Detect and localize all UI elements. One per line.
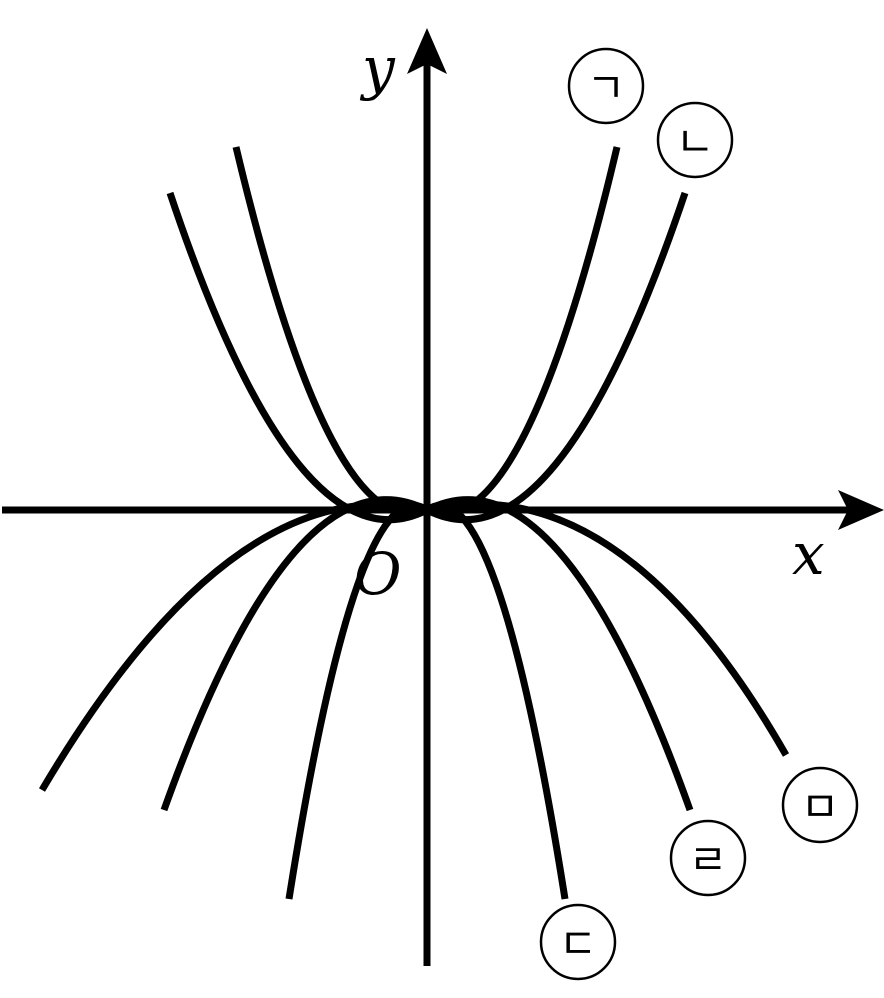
tag-label: ㄷ — [559, 920, 598, 969]
curves — [38, 146, 790, 900]
y-axis-label: y — [359, 34, 396, 102]
tag-circle — [656, 101, 734, 179]
curve-tag-digeut: ㄷ — [539, 903, 617, 981]
tag-circle — [539, 903, 617, 981]
x-axis-label: x — [792, 520, 825, 588]
tag-circle — [567, 47, 645, 125]
curve-tag-mieum: ㅁ — [781, 766, 859, 844]
axes — [2, 28, 884, 966]
x-axis-arrow-icon — [838, 490, 884, 530]
tag-label: ㄴ — [676, 118, 715, 167]
tag-label: ㄱ — [587, 64, 626, 113]
curve-tag-nieun: ㄴ — [656, 101, 734, 179]
y-axis-arrow-icon — [407, 28, 447, 74]
tag-label: ㅁ — [801, 783, 840, 832]
tag-label: ㄹ — [689, 836, 728, 885]
curve-tag-giyeok: ㄱ — [567, 47, 645, 125]
origin-label: O — [354, 540, 402, 608]
curve-mieum — [38, 500, 790, 792]
tag-circle — [669, 819, 747, 897]
tag-circle — [781, 766, 859, 844]
curve-tag-rieul: ㄹ — [669, 819, 747, 897]
